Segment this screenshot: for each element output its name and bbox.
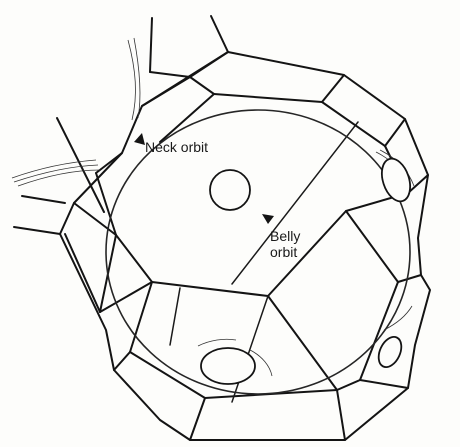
right-atom xyxy=(377,155,415,205)
center-atom xyxy=(210,170,250,210)
belly-orbit-label-line2: orbit xyxy=(270,244,297,260)
bottom-atom xyxy=(201,348,255,384)
left-stray-edges xyxy=(14,16,228,234)
left-face xyxy=(65,153,122,312)
neck-orbit-label: Neck orbit xyxy=(145,139,208,155)
belly-orbit-label-line1: Belly xyxy=(270,228,300,244)
central-faces xyxy=(116,193,421,440)
